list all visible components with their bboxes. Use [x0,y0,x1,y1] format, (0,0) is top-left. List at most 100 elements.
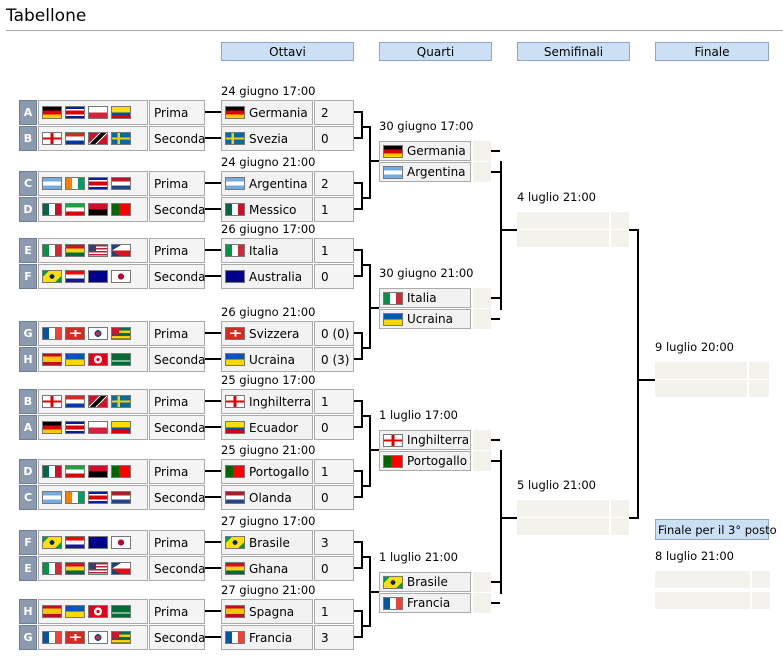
connector-line [205,182,221,184]
team-name: Svizzera [249,326,300,341]
team-slot[interactable]: Inghilterra [379,430,471,450]
flag-cz-icon [111,562,131,575]
flag-cr-icon [65,421,85,434]
group-position: Prima [149,100,205,125]
connector-line [491,171,500,173]
team-name: Francia [249,630,293,645]
connector-line [354,567,362,569]
team-name: Olanda [249,490,292,505]
team-slot[interactable]: Inghilterra [221,389,313,414]
team-name: Argentina [249,176,308,191]
connector-line [354,636,362,638]
connector-line [362,197,370,199]
third-place-slot [655,571,750,588]
team-slot[interactable]: Ghana [221,556,313,581]
team-slot[interactable]: Ucraina [221,347,313,372]
team-score: 0 (3) [314,347,354,372]
team-slot[interactable]: Brasile [379,572,471,592]
team-slot[interactable]: Spagna [221,599,313,624]
team-slot[interactable]: Ecuador [221,415,313,440]
connector-line [361,111,363,139]
team-slot[interactable]: Argentina [379,162,471,182]
team-score [473,572,491,592]
page-title: Tabellone [6,6,87,26]
flag-de-icon [42,421,62,434]
group-letter: G [19,321,37,346]
connector-line [354,541,362,543]
connector-line [205,541,221,543]
group-position: Prima [149,171,205,196]
team-name: Australia [249,269,303,284]
team-score: 1 [314,197,354,222]
team-score [611,212,629,229]
team-slot[interactable]: Francia [221,625,313,650]
third-place-slot [655,592,750,609]
team-slot[interactable]: Brasile [221,530,313,555]
team-score [473,162,491,182]
team-slot[interactable]: Svizzera [221,321,313,346]
group-position: Prima [149,459,205,484]
connector-line [491,460,500,462]
team-slot[interactable]: Svezia [221,126,313,151]
group-position: Seconda [149,415,206,440]
flag-tn-icon [88,353,108,366]
flag-pl-icon [88,421,108,434]
flag-br-icon [383,575,403,589]
flag-fr-icon [383,596,403,610]
connector-line [205,332,221,334]
connector-line [354,111,362,113]
flag-ec-icon [111,421,131,434]
connector-line [369,126,371,199]
team-score [749,380,769,397]
flag-au-icon [88,536,108,549]
team-name: Brasile [249,535,290,550]
team-slot[interactable]: Argentina [221,171,313,196]
connector-line [361,541,363,569]
flag-ch-icon [225,327,245,340]
team-score: 2 [314,100,354,125]
flag-es-icon [42,353,62,366]
team-slot[interactable]: Portogallo [379,451,471,471]
group-letter: H [19,347,37,372]
team-slot[interactable]: Ucraina [379,309,471,329]
team-score: 2 [314,171,354,196]
team-slot[interactable]: Australia [221,264,313,289]
flag-pt-icon [111,203,131,216]
team-score: 0 [314,126,354,151]
flag-cr-icon [65,106,85,119]
match-date: 30 giugno 17:00 [379,119,474,133]
connector-line [369,160,379,162]
team-slot[interactable]: Messico [221,197,313,222]
flag-de-icon [383,144,403,158]
group-letter: C [19,485,37,510]
connector-line [205,208,221,210]
team-slot[interactable]: Germania [221,100,313,125]
match-date: 26 giugno 17:00 [221,222,316,236]
flag-ci-icon [65,491,85,504]
flag-ar-icon [42,177,62,190]
team-slot [517,500,609,517]
team-slot[interactable]: Portogallo [221,459,313,484]
team-name: Ghana [249,561,289,576]
group-position: Prima [149,389,205,414]
team-name: Francia [407,596,451,610]
team-name: Italia [407,291,437,305]
flag-py-icon [65,132,85,145]
team-slot[interactable]: Olanda [221,485,313,510]
team-name: Germania [407,144,466,158]
team-slot[interactable]: Italia [221,238,313,263]
team-slot[interactable]: Italia [379,288,471,308]
team-name: Svezia [249,131,289,146]
team-score: 0 [314,485,354,510]
team-score [611,500,629,517]
header-ottavi: Ottavi [221,42,354,61]
team-slot[interactable]: Germania [379,141,471,161]
connector-line [362,556,370,558]
team-score: 0 (0) [314,321,354,346]
flag-ec-icon [111,106,131,119]
team-slot [655,362,747,379]
team-slot[interactable]: Francia [379,593,471,613]
connector-line [500,450,502,594]
team-name: Argentina [407,165,466,179]
connector-line [354,470,362,472]
